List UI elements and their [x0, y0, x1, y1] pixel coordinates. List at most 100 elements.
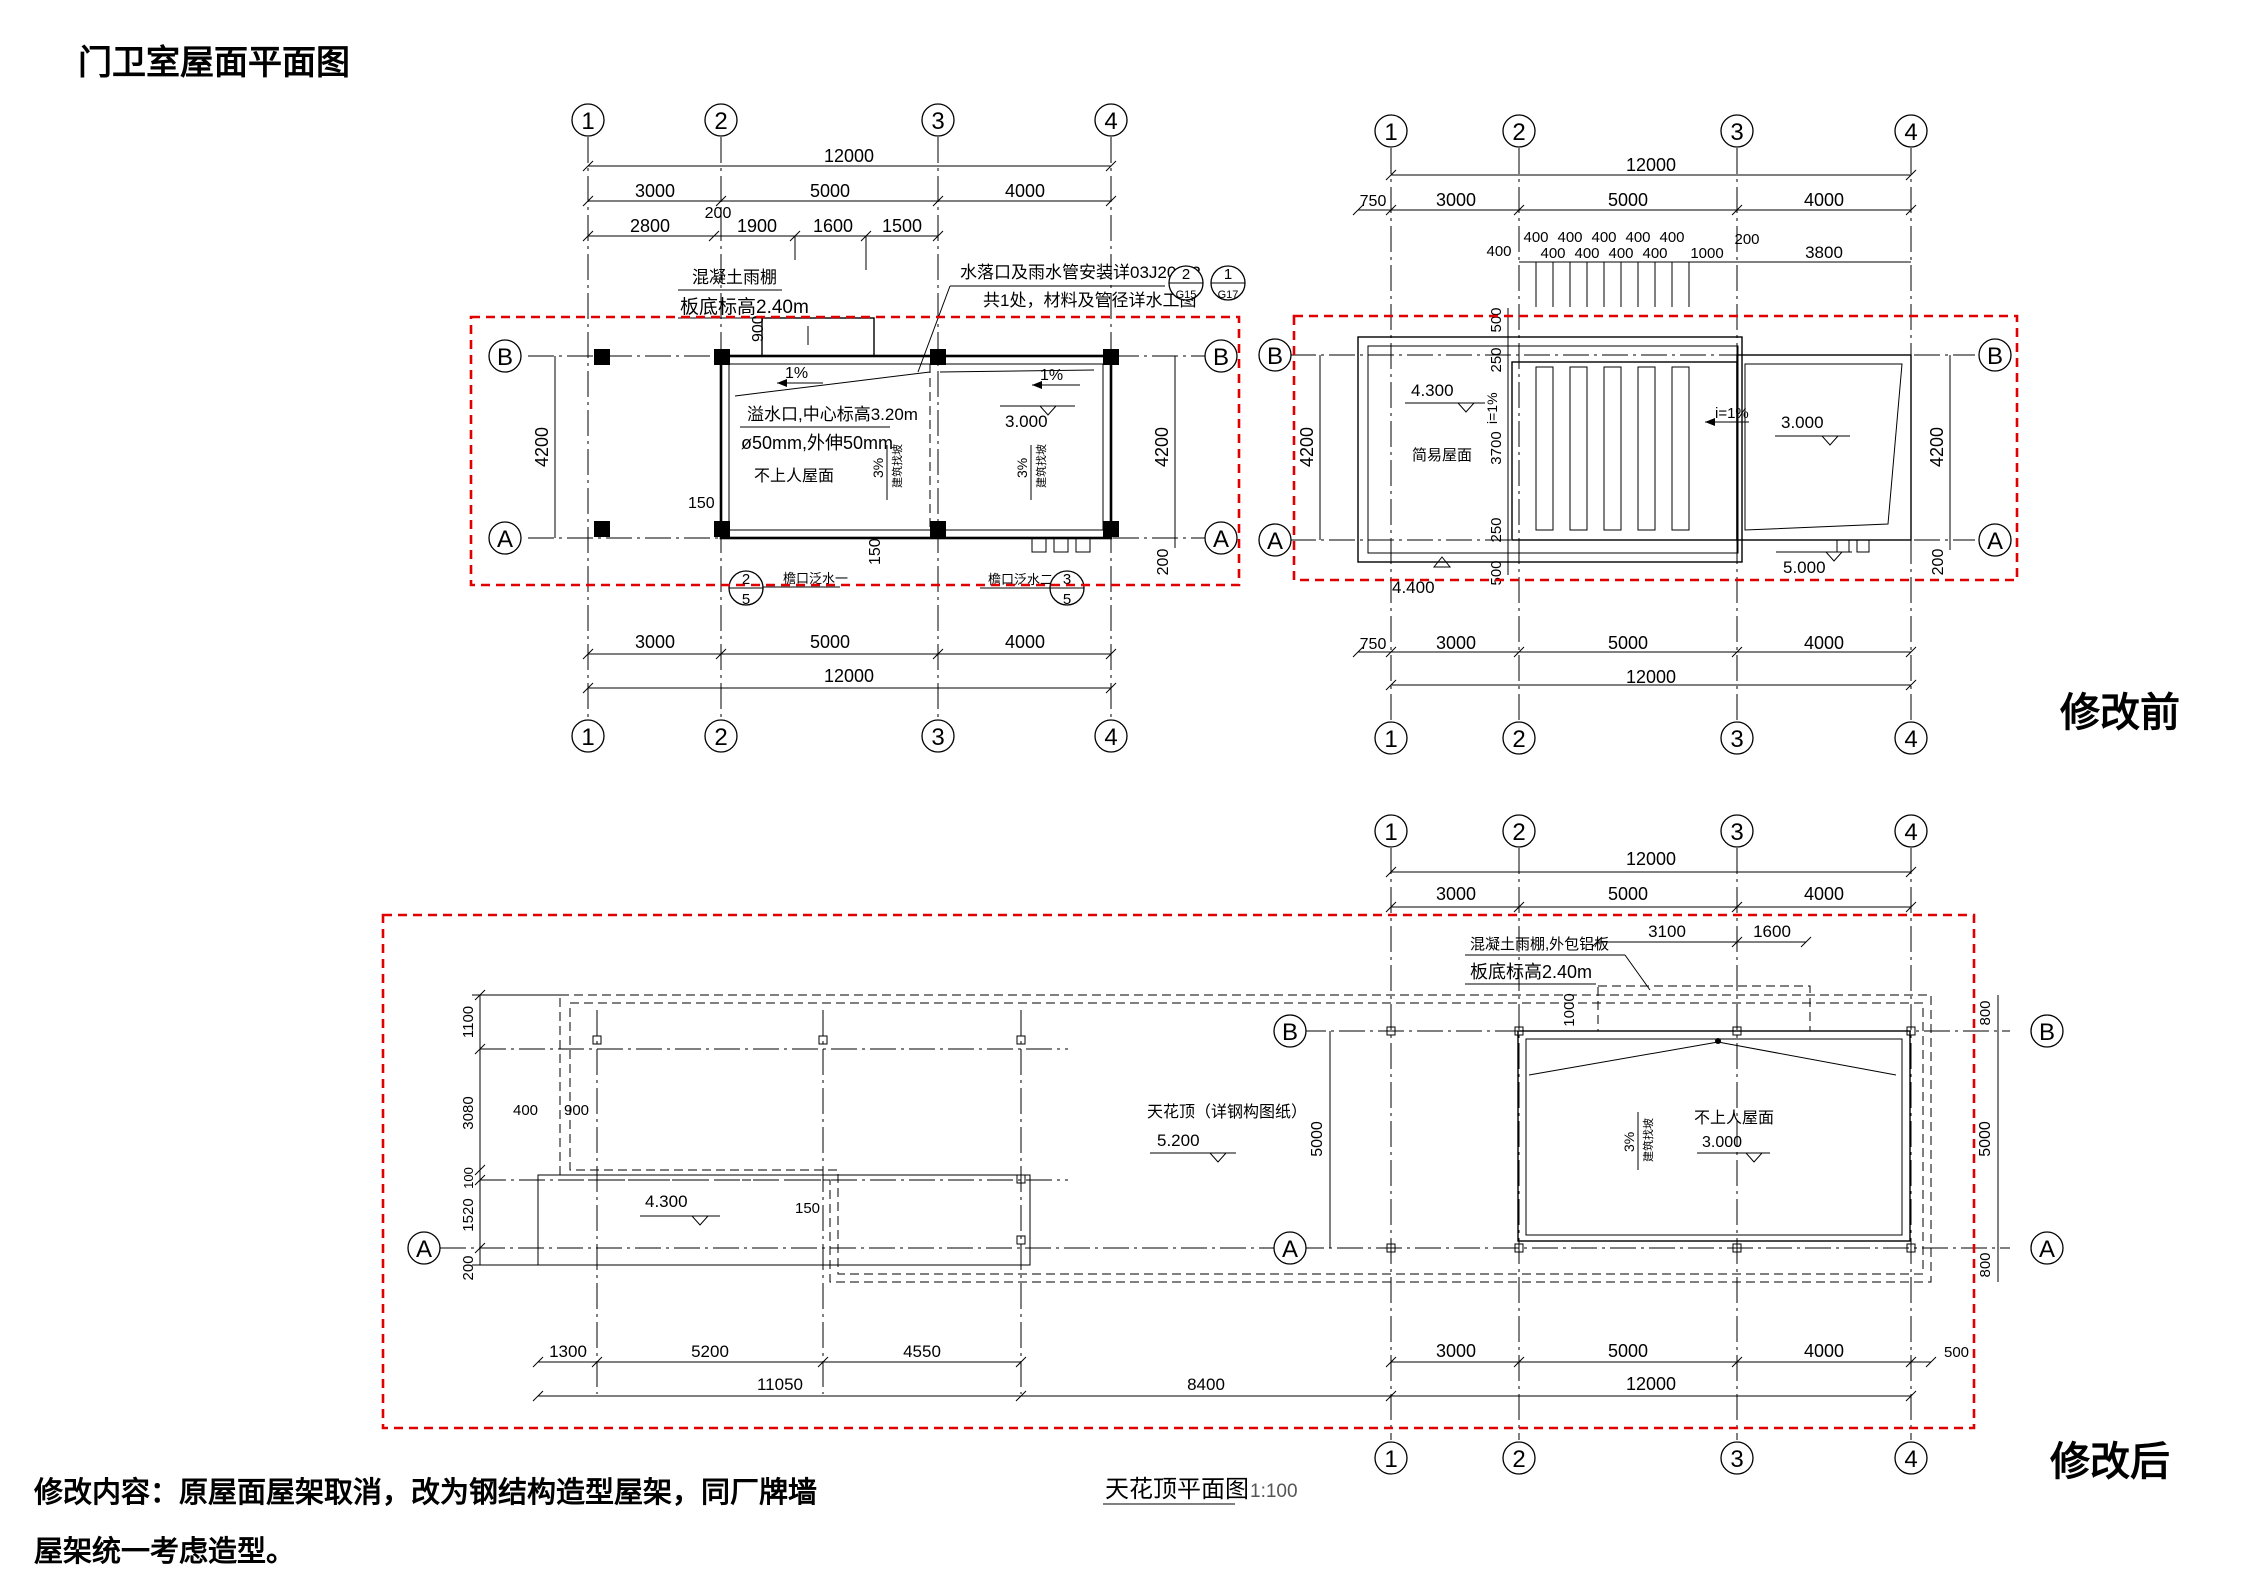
- p2-elev-3000: 3.000: [1781, 413, 1824, 432]
- p3-dim-5200: 5200: [691, 1342, 729, 1361]
- dim-bottom-bay-3: 4000: [1005, 632, 1045, 652]
- p2-elev-5000: 5.000: [1783, 558, 1826, 577]
- p3-dim-overall: 12000: [1626, 849, 1676, 869]
- svg-text:2: 2: [1512, 119, 1525, 146]
- dim-bottom-overall: 12000: [824, 666, 874, 686]
- plan-2-original-roof-detail: 1 2 3 4 1 2 3 4 B A B A 12000 750 3000 5…: [1258, 114, 2019, 755]
- detail-bubble-2-5: 2 5: [728, 570, 764, 608]
- dim-sub-4: 1500: [882, 216, 922, 236]
- p3-dim-100: 100: [461, 1167, 476, 1189]
- p3-scale: 1:100: [1250, 1481, 1298, 1502]
- p3-dim-900: 900: [564, 1102, 589, 1119]
- grid-bubble-b-left-p3: B: [1273, 1014, 1307, 1048]
- svg-text:3: 3: [1730, 726, 1743, 753]
- grid-bubble-4-bottom-p3: 4: [1894, 1441, 1928, 1475]
- dim-depth-left: 4200: [532, 427, 552, 467]
- grid-bubble-2-top: 2: [704, 103, 738, 137]
- grid-bubble-a-mid-p3: A: [1273, 1231, 1307, 1265]
- p2-slope-left: i=1%: [1484, 392, 1500, 424]
- p2-dim-bottom-bay-2: 5000: [1608, 633, 1648, 653]
- p3-dim-4550: 4550: [903, 1342, 941, 1361]
- svg-text:A: A: [2039, 1236, 2055, 1263]
- svg-text:G15: G15: [1176, 289, 1197, 301]
- p3-dim-bottom-bay-1: 3000: [1436, 1341, 1476, 1361]
- svg-text:4: 4: [1904, 1446, 1917, 1473]
- p3-dim-1300: 1300: [549, 1342, 587, 1361]
- svg-text:A: A: [416, 1236, 432, 1263]
- p2-dim-250-a: 250: [1488, 347, 1505, 372]
- svg-text:1: 1: [1384, 819, 1397, 846]
- svg-text:4: 4: [1904, 119, 1917, 146]
- p2-strip-2: 400: [1557, 229, 1582, 246]
- svg-text:3: 3: [1730, 819, 1743, 846]
- p2-dim-bottom-750: 750: [1360, 636, 1387, 653]
- label-after: 修改后: [2050, 1439, 2170, 1485]
- p2-dim-200: 200: [1734, 231, 1759, 248]
- p3-dim-bottom-bay-3: 4000: [1804, 1341, 1844, 1361]
- p2-strip-3: 400: [1591, 229, 1616, 246]
- p2-strip-9: 400: [1642, 245, 1667, 262]
- p3-elev-3000: 3.000: [1702, 1134, 1742, 1151]
- p2-dim-3700: 3700: [1488, 431, 1505, 464]
- p2-dim-bottom-overall: 12000: [1626, 667, 1676, 687]
- p3-canopy-label: 混凝土雨棚,外包铝板: [1470, 935, 1609, 953]
- highlight-box-plan-1: [469, 315, 1241, 587]
- grid-bubble-2-bottom: 2: [704, 719, 738, 753]
- dim-150-a: 150: [688, 495, 715, 512]
- plan-3-modified-ceiling: 1 2 3 4 1 2 3 4 B A A B A 12000 3000 500…: [381, 814, 2064, 1505]
- grid-bubble-4-top: 4: [1094, 103, 1128, 137]
- grid-bubble-1-bottom-p3: 1: [1374, 1441, 1408, 1475]
- dim-150-b: 150: [867, 538, 884, 565]
- grid-bubble-1-top-p2: 1: [1374, 114, 1408, 148]
- p2-dim-400: 400: [1486, 243, 1511, 260]
- svg-text:A: A: [1213, 526, 1229, 553]
- svg-text:2: 2: [714, 724, 727, 751]
- grid-bubble-a-right-p3: A: [2030, 1231, 2064, 1265]
- overflow-note-1: 溢水口,中心标高3.20m: [747, 405, 918, 424]
- grid-bubble-3-top-p3: 3: [1720, 814, 1754, 848]
- p2-dim-1000: 1000: [1690, 245, 1723, 262]
- p3-ceiling-label: 天花顶（详钢构图纸）: [1147, 1103, 1307, 1121]
- svg-text:B: B: [497, 344, 513, 371]
- p2-dim-bottom-bay-1: 3000: [1436, 633, 1476, 653]
- p2-elev-4300: 4.300: [1411, 381, 1454, 400]
- p2-dim-250-b: 250: [1488, 517, 1505, 542]
- grid-bubble-b-left: B: [488, 339, 522, 373]
- svg-text:5: 5: [742, 591, 750, 608]
- p2-dim-overall: 12000: [1626, 155, 1676, 175]
- p3-dim-800-top: 800: [1977, 1000, 1994, 1025]
- grid-bubble-1-top-p3: 1: [1374, 814, 1408, 848]
- p2-strip-7: 400: [1574, 245, 1599, 262]
- p3-dim-1520: 1520: [460, 1198, 477, 1231]
- detail-bubble-3-5: 3 5: [1049, 570, 1085, 608]
- svg-text:3: 3: [931, 108, 944, 135]
- p2-dim-500-b: 500: [1488, 560, 1505, 585]
- p3-caption: 天花顶平面图: [1105, 1476, 1249, 1503]
- p3-elev-4300: 4.300: [645, 1192, 688, 1211]
- svg-text:2: 2: [1512, 726, 1525, 753]
- grid-bubble-2-top-p3: 2: [1502, 814, 1536, 848]
- svg-text:1: 1: [1224, 266, 1232, 283]
- detail-ref-g17: 1 G17: [1210, 265, 1246, 301]
- dim-bay-2: 5000: [810, 181, 850, 201]
- revision-note-line-1: 修改内容：原屋面屋架取消，改为钢结构造型屋架，同厂牌墙: [33, 1475, 817, 1509]
- grid-bubble-4-top-p3: 4: [1894, 814, 1928, 848]
- canopy-label: 混凝土雨棚: [692, 268, 777, 287]
- grid-bubble-b-right-p2: B: [1978, 338, 2012, 372]
- p2-strip-8: 400: [1608, 245, 1633, 262]
- p2-dim-bay-2: 5000: [1608, 190, 1648, 210]
- elev-3000: 3.000: [1005, 412, 1048, 431]
- p2-dim-bay-3: 4000: [1804, 190, 1844, 210]
- p2-dim-depth-left: 4200: [1297, 427, 1317, 467]
- grid-bubble-2-bottom-p2: 2: [1502, 721, 1536, 755]
- grid-bubble-a-right: A: [1204, 521, 1238, 555]
- svg-text:2: 2: [1182, 266, 1190, 283]
- svg-text:B: B: [1213, 344, 1229, 371]
- grid-bubble-4-bottom-p2: 4: [1894, 721, 1928, 755]
- p3-dim-1100: 1100: [460, 1006, 477, 1038]
- p2-strip-6: 400: [1540, 245, 1565, 262]
- svg-text:A: A: [497, 526, 513, 553]
- svg-text:3: 3: [931, 724, 944, 751]
- pct-sub-right: 建筑找坡: [1034, 444, 1048, 488]
- dim-sub-1: 2800: [630, 216, 670, 236]
